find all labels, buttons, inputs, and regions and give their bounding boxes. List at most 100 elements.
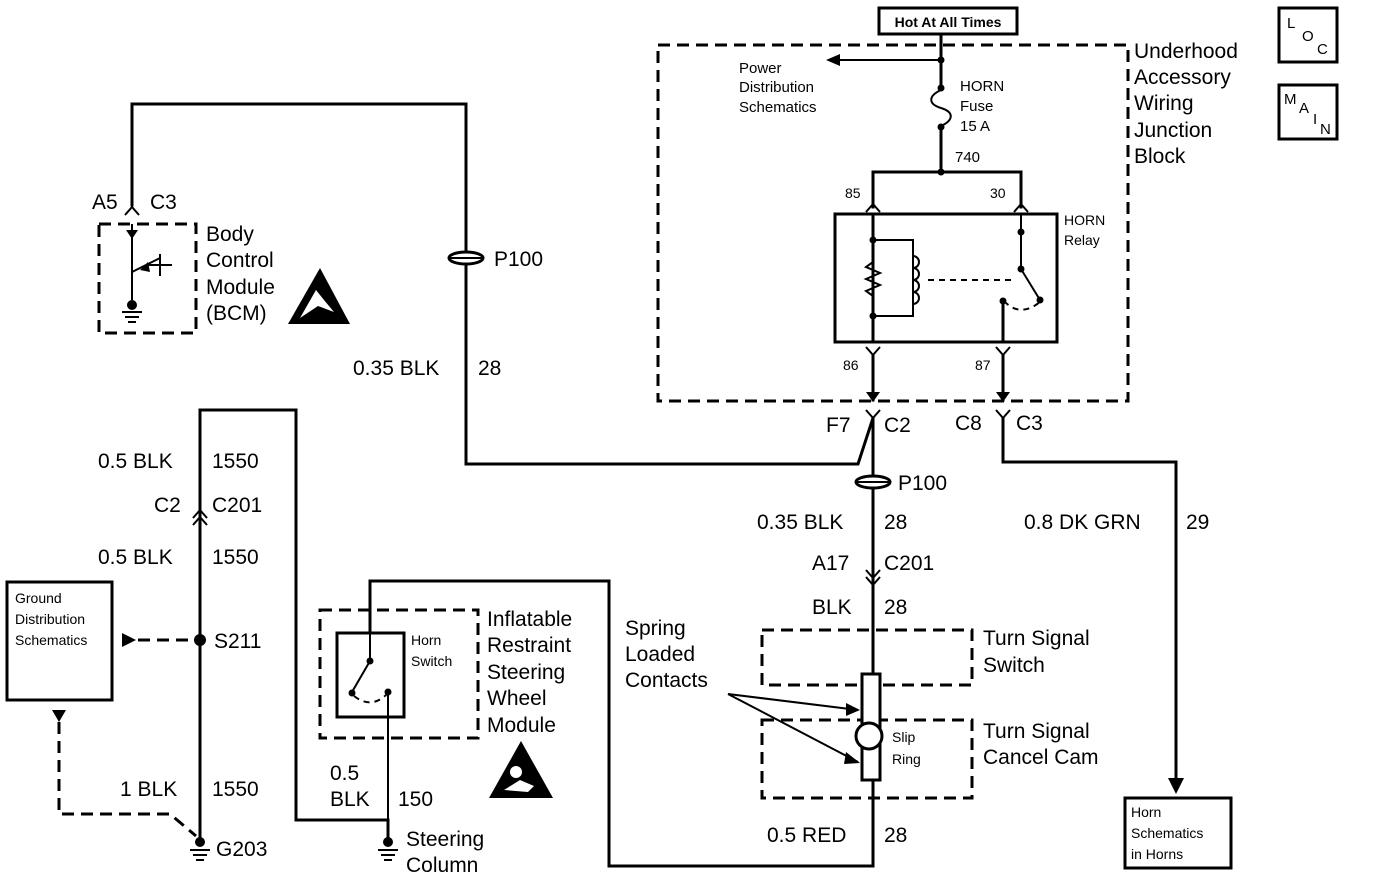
pin-f7-label: F7 [826,414,851,437]
p100-left-label: P100 [494,248,543,271]
svg-text:Horn: Horn [411,632,441,648]
svg-text:Junction: Junction [1134,119,1212,142]
bcm-wire-color-label: 0.35 BLK [353,357,439,380]
ground-dist-arrow-icon [122,633,136,647]
p100-center-label: P100 [898,472,947,495]
dk-grn-wire-circuit-label: 29 [1186,511,1209,534]
loc-letter-l: L [1287,15,1295,32]
left-wire3-color-label: 1 BLK [120,778,177,801]
junction-block-outline [656,43,1130,403]
ground-g203-label: G203 [216,838,267,861]
pin-85-connector-icon [865,202,881,213]
svg-text:HORN: HORN [1064,212,1105,228]
svg-text:15 A: 15 A [960,118,990,135]
horn-relay-label: HORN Relay [1064,212,1105,248]
svg-text:HORN: HORN [960,78,1004,95]
bcm-name-label: Body Control Module (BCM) [206,223,275,325]
svg-text:Accessory: Accessory [1134,66,1231,89]
dk-grn-wire-color-label: 0.8 DK GRN [1024,511,1141,534]
svg-text:Body: Body [206,223,254,246]
ground-dist-line-1: Ground [15,590,62,606]
svg-text:0.5: 0.5 [330,762,359,785]
svg-text:Relay: Relay [1064,232,1100,248]
svg-text:Power: Power [739,60,782,77]
left-connector-c201-label: C201 [212,494,262,517]
ground-g203-icon [190,837,210,861]
steering-wire-label: 0.5 BLK [330,762,370,811]
left-wire1-color-label: 0.5 BLK [98,450,173,473]
svg-text:Steering: Steering [487,661,565,684]
main-letter-n: N [1320,121,1331,138]
loc-button[interactable]: L O C [1277,6,1339,64]
connector-c201-center-icon [865,569,881,587]
ground-dist-line-3: Schematics [15,632,87,648]
svg-text:Fuse: Fuse [960,98,993,115]
svg-text:Spring: Spring [625,617,686,640]
svg-text:Underhood: Underhood [1134,40,1238,63]
circuit-150-label: 150 [398,788,433,811]
svg-text:Cancel Cam: Cancel Cam [983,746,1099,769]
bcm-ground-icon [122,300,142,323]
hot-at-all-times-label: Hot At All Times [895,14,1002,30]
pin-a17-label: A17 [812,552,849,575]
horn-schematics-line-1: Horn [1131,804,1161,820]
power-dist-arrow-icon [826,54,840,66]
turn-signal-switch-label: Turn Signal Switch [983,627,1090,677]
horn-fuse-label: HORN Fuse 15 A [960,78,1004,135]
horn-schematics-link[interactable]: Horn Schematics in Horns [1123,796,1233,870]
relay-switch-arm [1020,268,1041,301]
svg-text:Distribution: Distribution [739,79,814,96]
splice-s211-icon [194,634,206,646]
pin-87-label: 87 [975,357,991,373]
pin-85-label: 85 [845,185,861,201]
left-wire1-circuit-label: 1550 [212,450,259,473]
blk-wire-circuit-label: 28 [884,596,907,619]
center-wire-circuit-label: 28 [884,511,907,534]
blk-wire-color-label: BLK [812,596,852,619]
junction-block-label: Underhood Accessory Wiring Junction Bloc… [1134,40,1238,168]
svg-text:Slip: Slip [892,729,916,745]
svg-text:(BCM): (BCM) [206,302,267,325]
pin-86-label: 86 [843,357,859,373]
power-dist-label: Power Distribution Schematics [739,60,817,116]
svg-text:Block: Block [1134,145,1186,168]
horn-schematics-line-2: Schematics [1131,825,1203,841]
ground-dist-line-2: Distribution [15,611,85,627]
ground-dist-down-arrow-icon [52,710,66,722]
horns-arrow-icon [1168,778,1184,794]
left-wire3-circuit-label: 1550 [212,778,259,801]
loc-letter-o: O [1302,28,1314,45]
main-letter-i: I [1313,111,1317,128]
ground-distribution-link[interactable]: Ground Distribution Schematics [5,580,114,702]
pin-30-connector-icon [1013,202,1029,213]
svg-text:Schematics: Schematics [739,99,817,116]
main-button[interactable]: M A I N [1277,83,1339,141]
horn-switch-arm [351,660,371,693]
left-connector-c2-label: C2 [154,494,181,517]
horn-fuse-icon [930,89,952,127]
bcm-connector-icon [124,205,140,216]
relay-coil-icon [912,255,920,305]
horn-schematics-line-3: in Horns [1131,846,1183,862]
svg-text:Switch: Switch [983,654,1045,677]
svg-text:Steering: Steering [406,828,484,851]
dk-grn-circuit-29-wire [1001,416,1178,786]
svg-text:Module: Module [487,714,556,737]
svg-text:Turn Signal: Turn Signal [983,720,1090,743]
svg-text:Column: Column [406,854,478,877]
svg-text:Module: Module [206,276,275,299]
main-letter-m: M [1284,91,1297,108]
horn-switch-label: Horn Switch [411,632,452,669]
svg-text:Switch: Switch [411,653,452,669]
steering-wheel-module-label: Inflatable Restraint Steering Wheel Modu… [487,608,572,737]
bcm-connector-c3-label: C3 [150,191,177,214]
left-connector-c201-icon [192,508,208,526]
loc-letter-c: C [1317,41,1328,58]
spring-loaded-contacts-label: Spring Loaded Contacts [625,617,708,692]
red-wire-circuit-label: 28 [884,824,907,847]
splice-s211-label: S211 [214,630,262,653]
steering-wheel-module-outline [318,608,480,740]
pin-87-arrow-icon [996,392,1010,402]
bcm-to-c2-wire [464,416,875,466]
